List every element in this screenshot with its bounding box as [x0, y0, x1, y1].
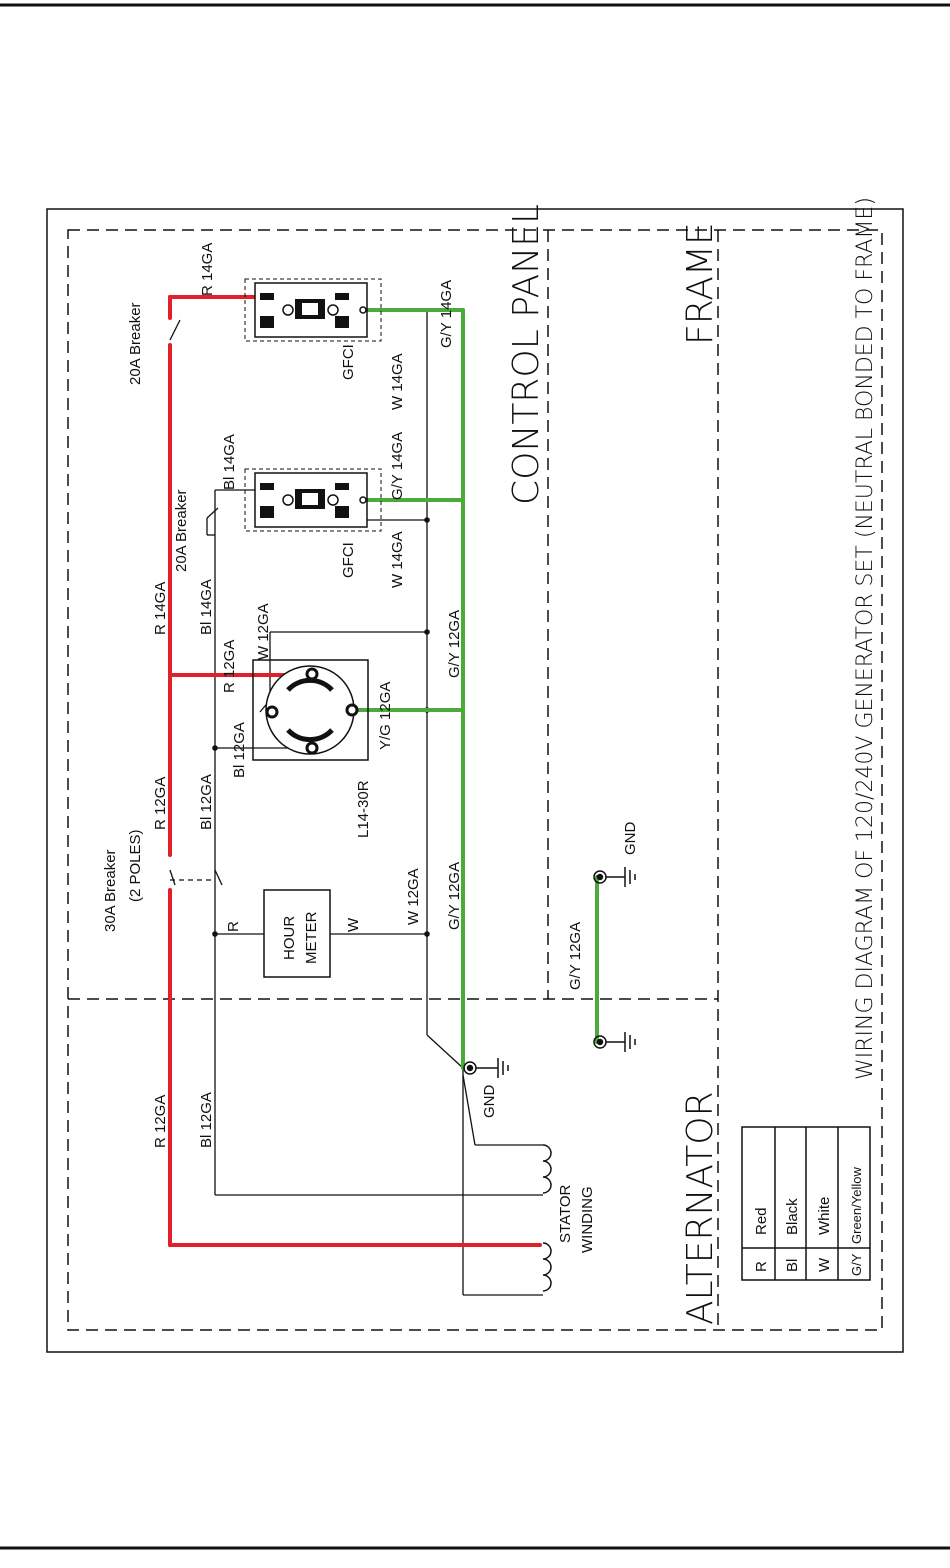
wire-label-bl-12ga-recept: Bl 12GA	[231, 722, 248, 778]
breaker-30a-poles-label: (2 POLES)	[127, 829, 144, 902]
legend-name-green-yellow: Green/Yellow	[849, 1167, 864, 1244]
green-wires	[353, 308, 599, 1070]
ground-symbols	[463, 867, 636, 1078]
wire-label-g-y-14ga-mid: G/Y 14GA	[389, 432, 406, 500]
section-label-alternator: ALTERNATOR	[680, 1091, 721, 1325]
l14-30r-receptacle	[252, 659, 369, 761]
gfci-top	[244, 278, 382, 342]
gfci-top-label: GFCI	[340, 344, 357, 380]
gfci-mid	[244, 468, 382, 532]
wire-label-r-14ga-top: R 14GA	[199, 243, 216, 296]
gfci-mid-label: GFCI	[340, 542, 357, 578]
diagram-title: WIRING DIAGRAM OF 120/240V GENERATOR SET…	[853, 197, 878, 1080]
legend-code-w: W	[816, 1257, 833, 1272]
wire-label-bl-12ga-alt: Bl 12GA	[198, 1092, 215, 1148]
hour-meter-label-1: HOUR	[281, 916, 298, 960]
breaker-20a-top-label: 20A Breaker	[127, 302, 144, 385]
section-label-frame: FRAME	[680, 222, 721, 345]
wire-label-r-short: R	[225, 921, 242, 932]
hour-meter-label-2: METER	[303, 911, 320, 964]
wire-label-bl-12ga-breaker: Bl 12GA	[198, 774, 215, 830]
receptacle-label: L14-30R	[355, 780, 372, 838]
outer-border	[46, 208, 904, 1353]
wire-label-bl-14ga-left: Bl 14GA	[198, 579, 215, 635]
section-boundaries	[67, 229, 883, 1331]
color-legend	[741, 1126, 871, 1281]
wire-label-r-12ga-recept: R 12GA	[221, 640, 238, 693]
section-label-control-panel: CONTROL PANEL	[506, 204, 547, 505]
gnd-frame-label: GND	[622, 822, 639, 856]
wire-label-w-12ga-recept: W 12GA	[255, 603, 272, 660]
hour-meter	[263, 889, 331, 978]
wire-label-w-short: W	[345, 917, 362, 932]
legend-name-red: Red	[753, 1207, 770, 1235]
legend-code-g-y: G/Y	[849, 1253, 864, 1276]
legend-name-black: Black	[784, 1198, 801, 1235]
wire-label-bl-14ga-mid: Bl 14GA	[221, 434, 238, 490]
wire-label-g-y-14ga-top: G/Y 14GA	[438, 280, 455, 348]
wire-label-y-g-12ga: Y/G 12GA	[377, 682, 394, 750]
wire-label-w-14ga-top: W 14GA	[389, 353, 406, 410]
legend-code-r: R	[753, 1261, 770, 1272]
wire-label-w-12ga-meter: W 12GA	[405, 868, 422, 925]
wire-label-g-y-12ga-cp: G/Y 12GA	[446, 610, 463, 678]
gnd-alternator-label: GND	[481, 1085, 498, 1119]
stator-coils	[542, 1144, 552, 1292]
wire-label-r-12ga-alt: R 12GA	[152, 1095, 169, 1148]
breaker-20a-mid-label: 20A Breaker	[173, 489, 190, 572]
stator-label-2: WINDING	[579, 1186, 596, 1253]
wire-label-g-y-12ga-frame: G/Y 12GA	[567, 922, 584, 990]
stator-label-1: STATOR	[557, 1184, 574, 1243]
legend-code-bl: Bl	[784, 1259, 801, 1272]
wire-label-r-12ga-breaker: R 12GA	[152, 777, 169, 830]
wire-label-r-14ga-left: R 14GA	[152, 582, 169, 635]
wire-label-w-14ga-mid: W 14GA	[389, 531, 406, 588]
wire-label-g-y-12ga-meter: G/Y 12GA	[446, 862, 463, 930]
breaker-30a-label: 30A Breaker	[102, 849, 119, 932]
legend-name-white: White	[816, 1197, 833, 1235]
